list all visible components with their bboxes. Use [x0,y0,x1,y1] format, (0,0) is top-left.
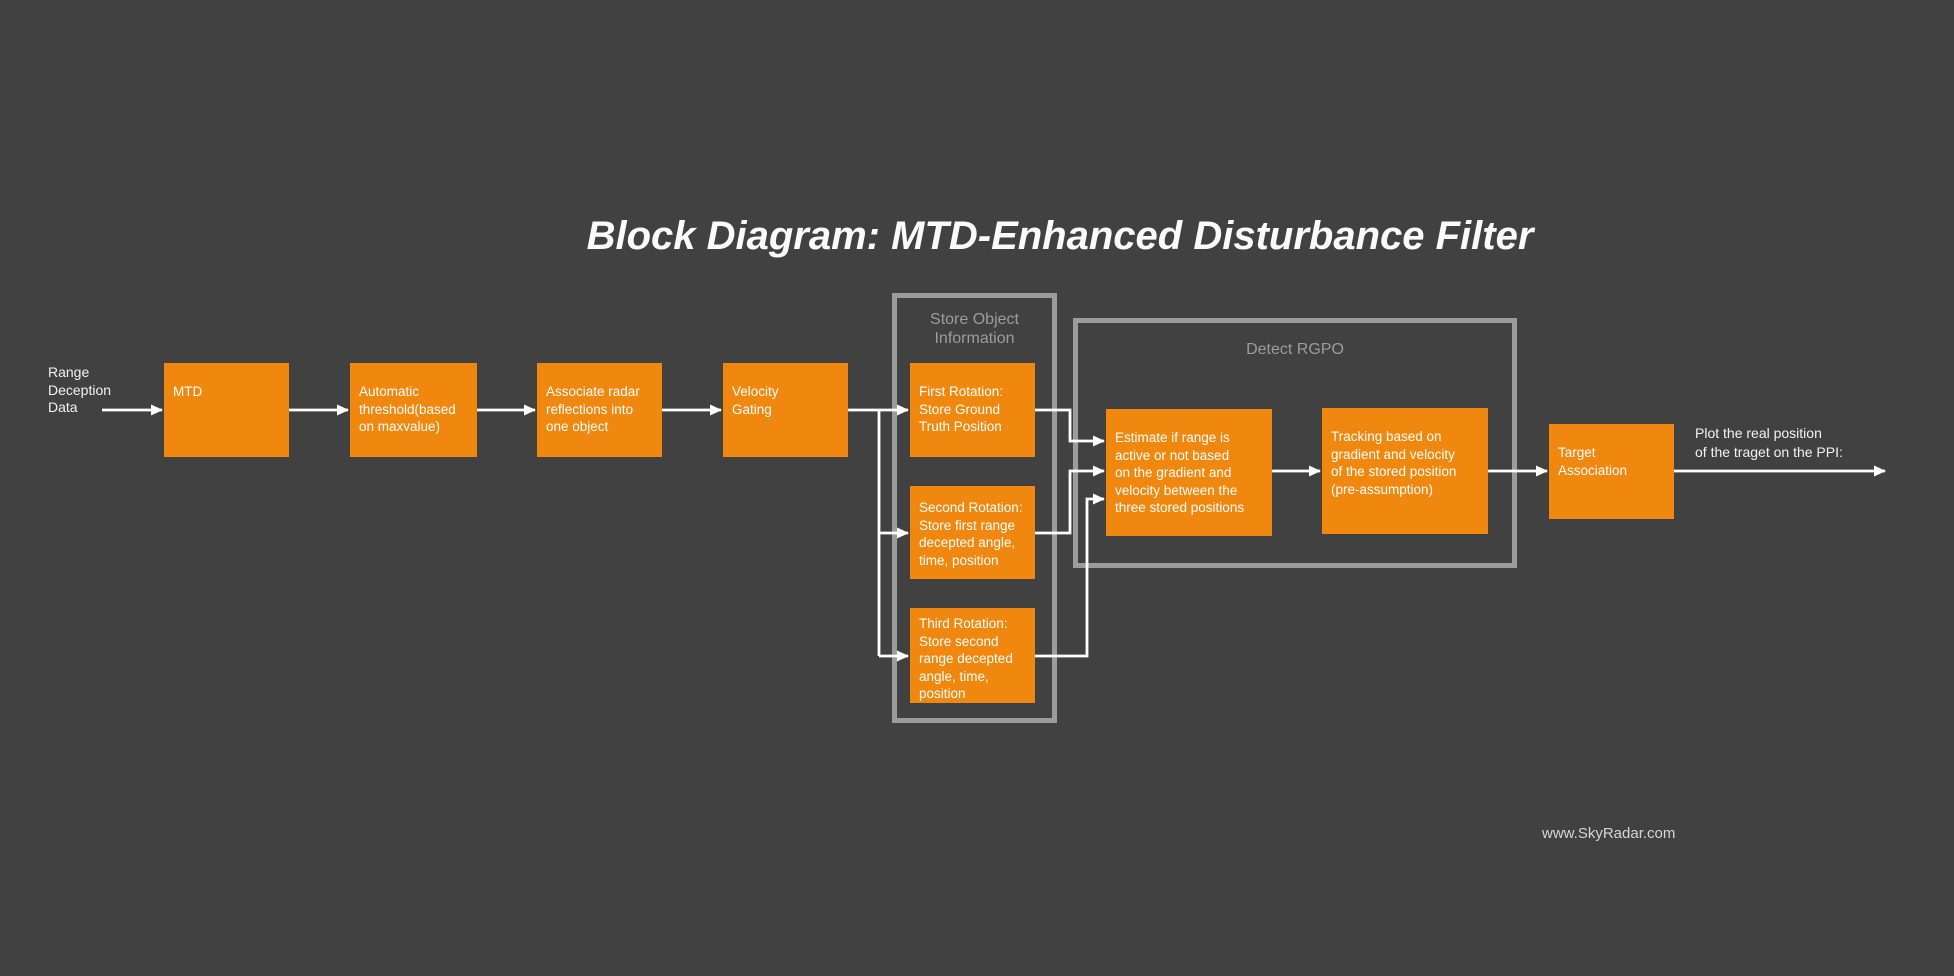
box-target-association: Target Association [1549,424,1674,519]
footer-website-text: www.SkyRadar.com [1542,825,1676,842]
box-mtd: MTD [164,363,289,457]
box-third-rotation: Third Rotation: Store second range decep… [910,608,1035,703]
box-estimate-range-active: Estimate if range is active or not based… [1106,409,1272,536]
box-tracking: Tracking based on gradient and velocity … [1322,408,1488,534]
group-detect-rgpo: Detect RGPO [1073,318,1517,568]
group-store-object-information-label: Store Object Information [930,311,1019,347]
group-detect-rgpo-label: Detect RGPO [1246,341,1344,358]
box-second-rotation: Second Rotation: Store first range decep… [910,486,1035,579]
box-associate-radar-reflections: Associate radar reflections into one obj… [537,363,662,457]
output-label-plot-real-position: Plot the real position of the traget on … [1695,425,1843,460]
box-automatic-threshold: Automatic threshold(based on maxvalue) [350,363,477,457]
box-first-rotation: First Rotation: Store Ground Truth Posit… [910,363,1035,457]
input-label-range-deception-data: Range Deception Data [48,364,112,415]
diagram-title: Block Diagram: MTD-Enhanced Disturbance … [586,214,1534,258]
box-velocity-gating: Velocity Gating [723,363,848,457]
